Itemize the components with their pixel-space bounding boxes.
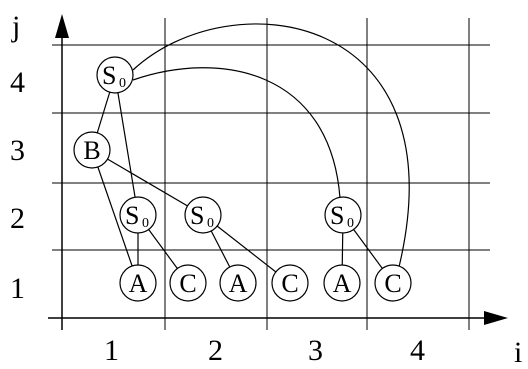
node-leaf6: C [374,264,412,302]
node-subscript: 0 [119,76,126,91]
x-tick-label-1: 1 [104,334,119,364]
node-label: A [333,269,352,298]
node-leaf3: A [219,264,257,302]
y-axis-arrow [55,14,69,38]
node-leaf2: C [169,264,207,302]
node-leaf5: A [323,264,361,302]
x-tick-label-3: 3 [308,334,323,364]
node-circle [219,264,257,302]
node-circle [169,264,207,302]
node-circle [271,264,309,302]
edge-s0_top-leaf6 [132,23,410,268]
node-circle [119,196,157,234]
x-tick-label-4: 4 [410,334,425,364]
axes: j i 1 2 3 4 1 2 3 4 [10,10,522,369]
node-circle [119,264,157,302]
y-axis-label: j [11,10,20,43]
edge-s0_top-s0_c [132,67,341,199]
node-leaf4: C [271,264,309,302]
node-label: S [330,201,344,230]
node-label: S [190,201,204,230]
node-label: A [229,269,248,298]
y-tick-label-4: 4 [10,66,25,99]
node-circle [73,131,111,169]
node-subscript: 0 [347,216,354,231]
node-subscript: 0 [207,216,214,231]
node-label: S [102,61,116,90]
y-tick-label-3: 3 [10,134,25,167]
edge-b-leaf1 [91,149,139,284]
grid [52,18,490,330]
node-label: C [384,269,401,298]
node-circle [324,196,362,234]
node-circle [374,264,412,302]
node-label: S [125,201,139,230]
node-label: C [179,269,196,298]
edges [91,23,410,284]
node-leaf1: A [119,264,157,302]
node-label: A [129,269,148,298]
node-label: C [281,269,298,298]
y-tick-label-2: 2 [10,202,25,235]
x-tick-label-2: 2 [208,334,223,364]
node-circle [323,264,361,302]
node-b: B [73,131,111,169]
edge-s0_top-s0_a [114,74,139,216]
x-axis-label: i [514,336,522,364]
y-tick-label-1: 1 [10,272,25,305]
node-circle [96,56,134,94]
edge-b-s0_b [91,149,204,216]
node-label: B [83,136,100,165]
node-circle [184,196,222,234]
node-subscript: 0 [142,216,149,231]
x-axis-arrow [484,311,508,325]
